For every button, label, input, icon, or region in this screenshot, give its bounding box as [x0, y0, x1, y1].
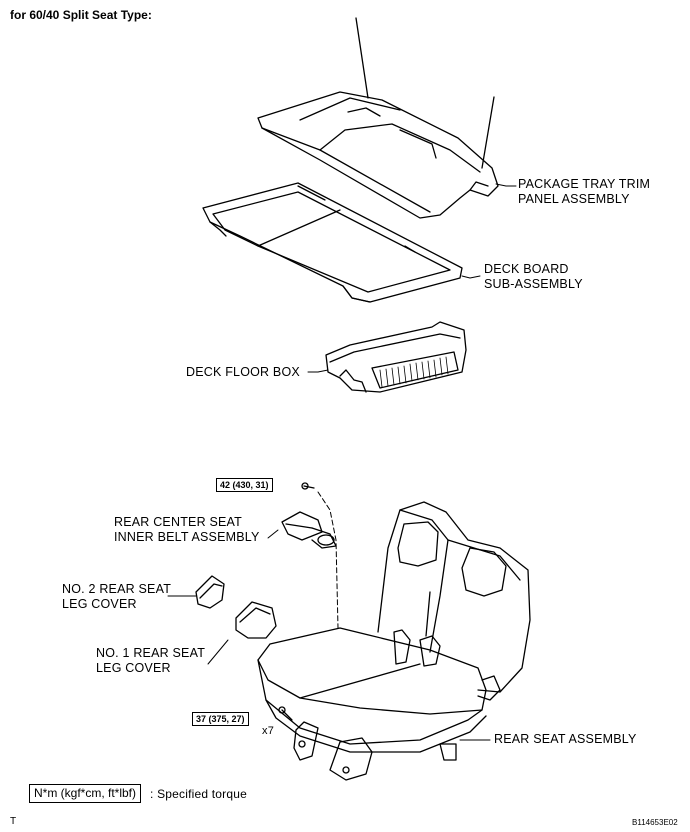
- label-no1-cover-line1: NO. 1 REAR SEAT: [96, 646, 206, 660]
- torque-box-seat-bolts: 37 (375, 27): [192, 712, 249, 726]
- label-rear-seat-assembly: REAR SEAT ASSEMBLY: [494, 732, 637, 746]
- label-deck-board-line1: DECK BOARD: [484, 262, 569, 276]
- label-no2-cover-line2: LEG COVER: [62, 597, 137, 611]
- footer-left-mark: T: [10, 816, 17, 827]
- label-deck-board-line2: SUB-ASSEMBLY: [484, 277, 583, 291]
- rear-seat-assembly: [257, 501, 531, 781]
- legend-description: : Specified torque: [150, 787, 247, 801]
- diagram-heading: for 60/40 Split Seat Type:: [10, 8, 152, 22]
- label-bolt-quantity: x7: [262, 725, 275, 737]
- package-tray-trim-panel: [257, 17, 499, 219]
- leg-cover-no2: [195, 575, 225, 609]
- label-no2-cover-line1: NO. 2 REAR SEAT: [62, 582, 172, 596]
- legend-unit-box: N*m (kgf*cm, ft*lbf): [29, 784, 142, 803]
- deck-floor-box: [325, 321, 467, 393]
- label-no1-cover-line2: LEG COVER: [96, 661, 171, 675]
- label-package-tray-line1: PACKAGE TRAY TRIM: [518, 177, 651, 191]
- deck-board: [202, 182, 463, 303]
- torque-box-belt-bolt: 42 (430, 31): [216, 478, 273, 492]
- label-package-tray-line2: PANEL ASSEMBLY: [518, 192, 630, 206]
- center-belt-buckle: [281, 482, 337, 549]
- figure-code: B114653E02: [632, 818, 678, 827]
- label-deck-floor-box: DECK FLOOR BOX: [186, 365, 300, 379]
- label-center-belt-line1: REAR CENTER SEAT: [114, 515, 242, 529]
- leg-cover-no1: [235, 601, 277, 639]
- label-center-belt-line2: INNER BELT ASSEMBLY: [114, 530, 260, 544]
